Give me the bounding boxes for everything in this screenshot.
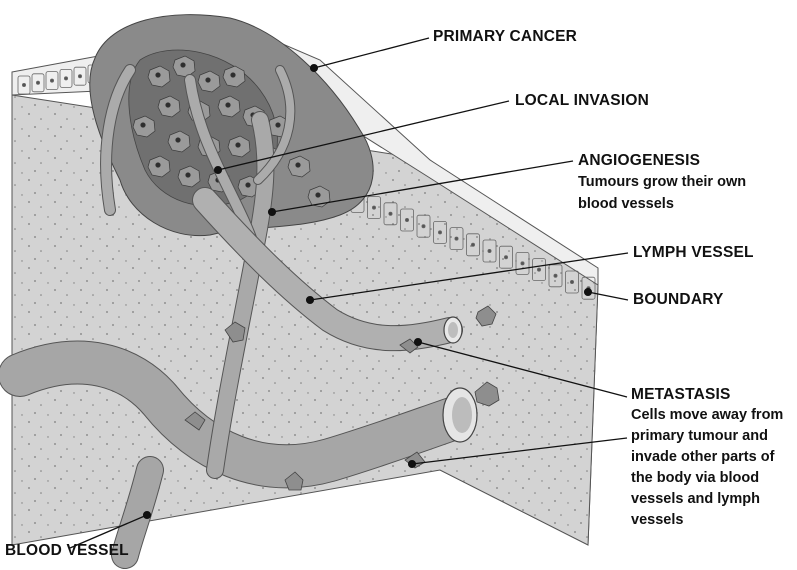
angiogenesis-description-line-1: Tumours grow their own	[578, 172, 746, 193]
metastasis-description-line-4: the body via blood	[631, 468, 759, 489]
cell-nucleus	[504, 256, 507, 259]
tumour-cell-nucleus	[246, 183, 251, 188]
cell-nucleus	[537, 268, 540, 271]
cell-nucleus	[389, 212, 392, 215]
cell-nucleus	[405, 218, 408, 221]
cell-nucleus	[78, 75, 81, 78]
cell-nucleus	[438, 231, 441, 234]
cell-nucleus	[50, 79, 53, 82]
tumour-cell-nucleus	[226, 103, 231, 108]
metastasis-description-line-2: primary tumour and	[631, 426, 768, 447]
tumour-cell-nucleus	[236, 143, 241, 148]
metastasis-description-line-5: vessels and lymph	[631, 489, 760, 510]
blood-vessel-label: BLOOD VESSEL	[5, 540, 129, 561]
tumour-cell-nucleus	[296, 163, 301, 168]
metastasis-description-line-1: Cells move away from	[631, 405, 783, 426]
primary-cancer-label: PRIMARY CANCER	[433, 26, 577, 47]
cell-nucleus	[64, 77, 67, 80]
boundary-label: BOUNDARY	[633, 289, 724, 310]
cell-nucleus	[36, 81, 39, 84]
cell-nucleus	[455, 237, 458, 240]
cell-nucleus	[22, 83, 25, 86]
tumour-cell-nucleus	[141, 123, 146, 128]
tumour-cell-nucleus	[156, 163, 161, 168]
tumour-cell-nucleus	[181, 63, 186, 68]
metastasis-label: METASTASIS	[631, 384, 731, 405]
cell-nucleus	[521, 262, 524, 265]
metastasis-description-line-3: invade other parts of	[631, 447, 774, 468]
tumour-cell-nucleus	[156, 73, 161, 78]
tumour-cell-nucleus	[176, 138, 181, 143]
cell-nucleus	[422, 225, 425, 228]
tumour-cell-nucleus	[206, 78, 211, 83]
cell-nucleus	[488, 249, 491, 252]
cell-nucleus	[570, 280, 573, 283]
angiogenesis-label: ANGIOGENESIS	[578, 150, 700, 171]
angiogenesis-description-line-2: blood vessels	[578, 194, 674, 215]
tumour-cell-nucleus	[276, 123, 281, 128]
tumour-cell-nucleus	[316, 193, 321, 198]
cell-nucleus	[372, 206, 375, 209]
cell-nucleus	[554, 274, 557, 277]
tumour-cell-nucleus	[231, 73, 236, 78]
cell-nucleus	[471, 243, 474, 246]
tumour-cell-nucleus	[186, 173, 191, 178]
lymph-vessel-label: LYMPH VESSEL	[633, 242, 754, 263]
local-invasion-label: LOCAL INVASION	[515, 90, 649, 111]
tumour-cell-nucleus	[166, 103, 171, 108]
metastasis-description-line-6: vessels	[631, 510, 683, 531]
